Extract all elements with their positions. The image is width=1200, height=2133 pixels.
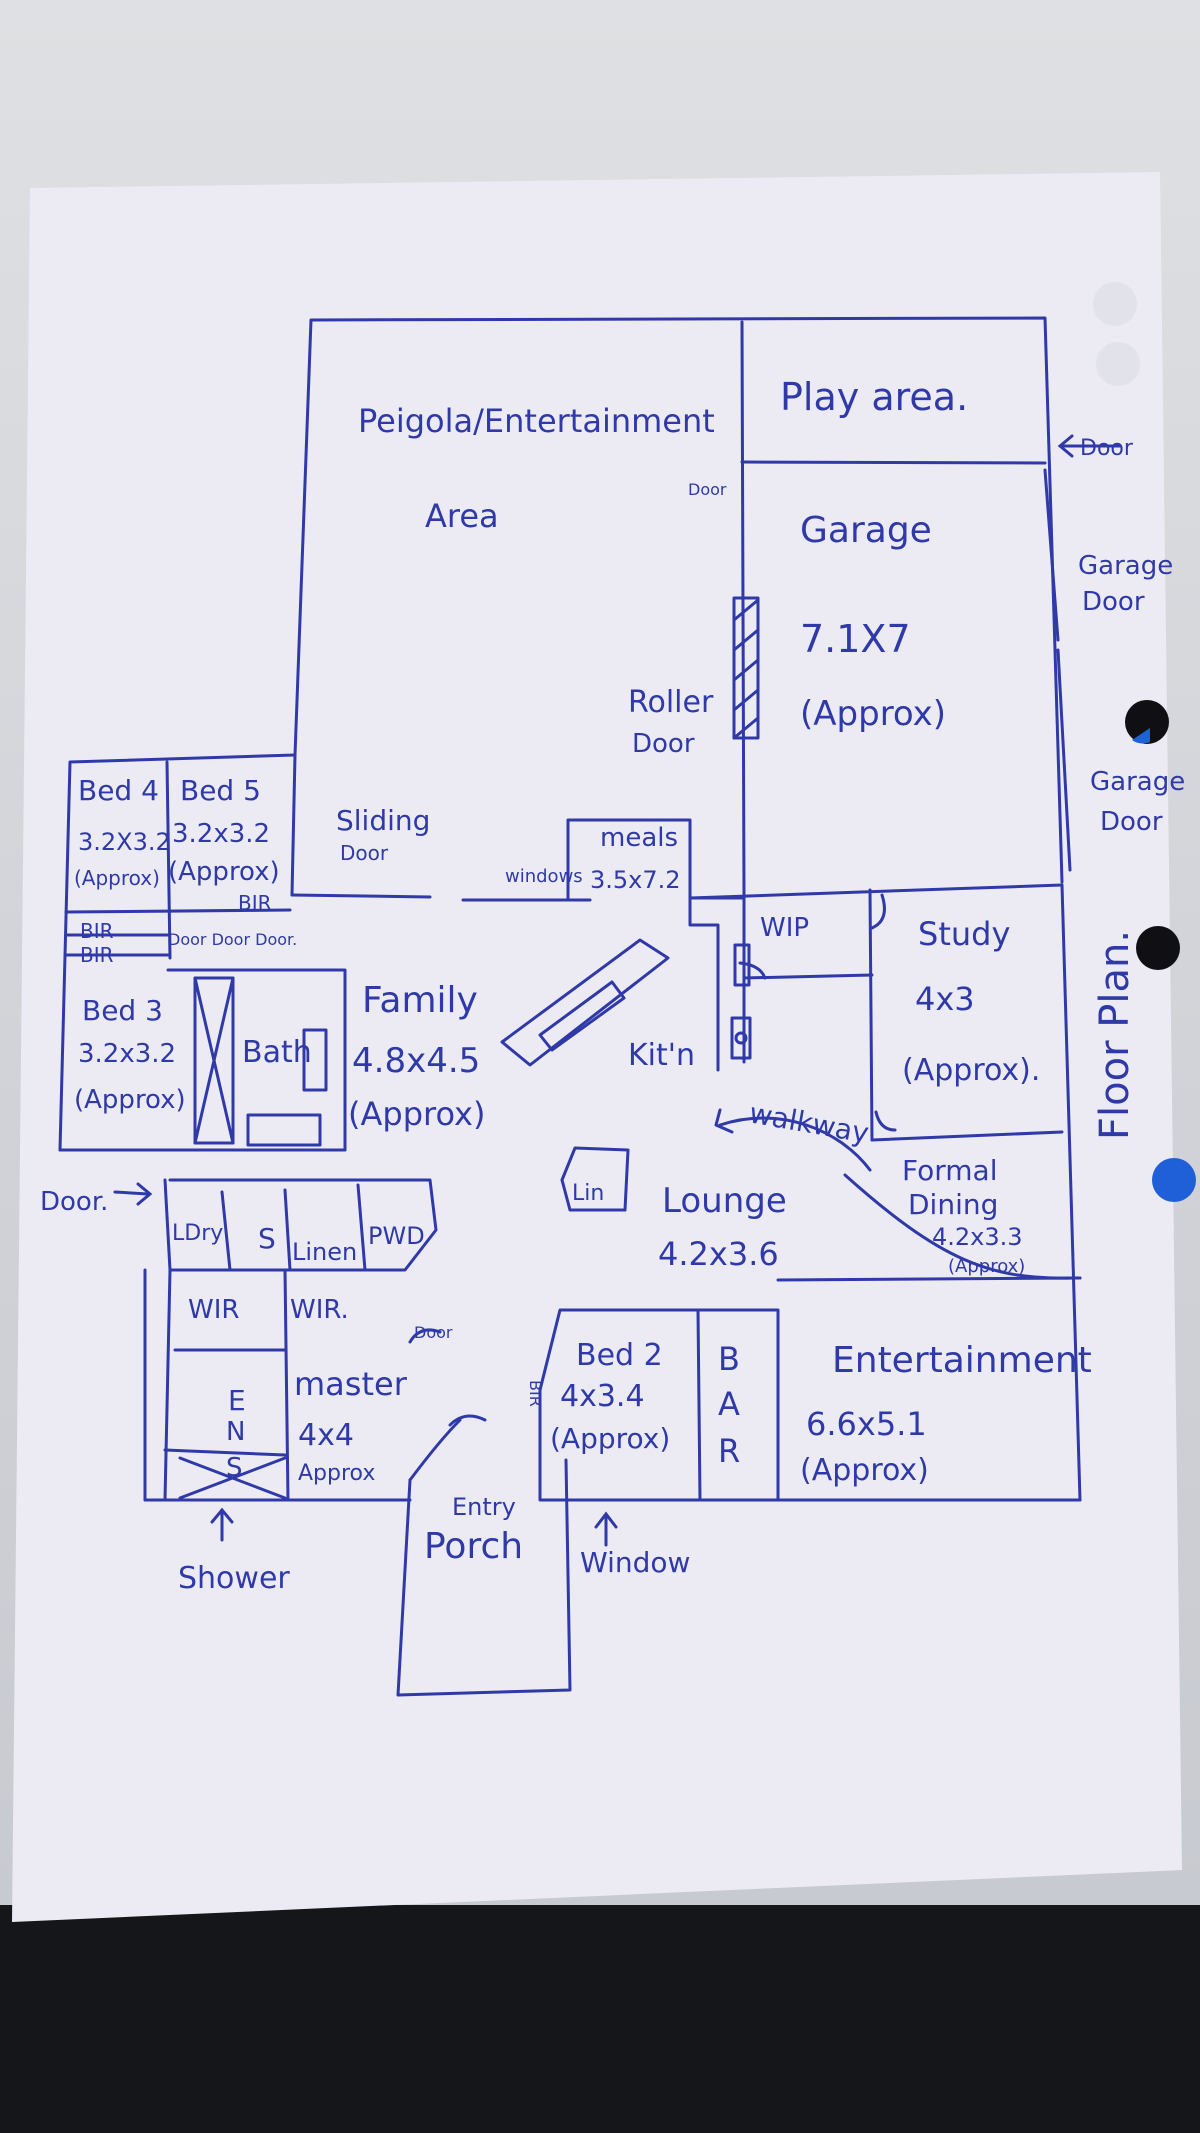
label-porch: Porch: [424, 1526, 523, 1567]
label-bed2-approx: (Approx): [550, 1422, 670, 1455]
label-bath: Bath: [242, 1035, 312, 1070]
label-door-left: Door.: [40, 1187, 108, 1217]
label-family-approx: (Approx): [348, 1095, 485, 1133]
label-kitchen: Kit'n: [628, 1038, 695, 1073]
label-garage-door-1a: Garage: [1078, 551, 1173, 581]
label-bed4-dims: 3.2X3.2: [78, 828, 171, 856]
room-labels: Peigola/Entertainment Area Play area. Do…: [40, 375, 1185, 1596]
label-bir-bed2: BIR: [526, 1380, 545, 1407]
dark-background: [0, 1905, 1200, 2133]
label-bir-1: BIR: [238, 891, 272, 915]
label-family: Family: [362, 980, 478, 1021]
label-formal-dining-b: Dining: [908, 1188, 998, 1221]
label-garage-door-2b: Door: [1100, 807, 1163, 837]
label-study-dims: 4x3: [915, 980, 975, 1018]
label-entry: Entry: [452, 1493, 516, 1521]
label-bed4-approx: (Approx): [74, 866, 160, 890]
label-bed5: Bed 5: [180, 774, 261, 807]
label-bed2-dims: 4x3.4: [560, 1379, 645, 1414]
label-meals: meals: [600, 823, 678, 853]
label-wir-2: WIR.: [290, 1295, 349, 1325]
binder-hole: [1125, 700, 1169, 744]
label-sliding-door-b: Door: [340, 841, 389, 865]
label-meals-dims: 3.5x7.2: [590, 866, 681, 894]
label-door-small: Door: [688, 480, 727, 499]
label-family-dims: 4.8x4.5: [352, 1041, 480, 1081]
label-shower: Shower: [178, 1561, 290, 1596]
paper-sheet: [12, 172, 1182, 1922]
label-s: S: [258, 1222, 276, 1255]
binder-hole: [1152, 1158, 1196, 1202]
label-pergola: Peigola/Entertainment: [358, 402, 715, 440]
label-lounge: Lounge: [662, 1181, 787, 1221]
label-ens-e: E: [228, 1384, 246, 1417]
label-lounge-dims: 4.2x3.6: [658, 1235, 779, 1273]
label-bar-b: B: [718, 1340, 740, 1378]
label-master: master: [294, 1365, 408, 1403]
label-master-approx: Approx: [298, 1461, 375, 1486]
label-study-approx: (Approx).: [902, 1053, 1040, 1088]
label-garage-door-2a: Garage: [1090, 767, 1185, 797]
label-bir-2: BIR: [80, 919, 114, 943]
label-bar-r: R: [718, 1432, 740, 1470]
label-lin-small: Lin: [572, 1181, 604, 1206]
label-door-pair: Door Door Door.: [168, 930, 297, 949]
binder-hole: [1093, 282, 1137, 326]
label-door-master: Door: [414, 1323, 453, 1342]
label-sliding-door-a: Sliding: [336, 804, 430, 837]
label-wir-1: WIR: [188, 1295, 239, 1325]
label-windows: windows: [505, 866, 583, 887]
label-formal-dining-approx: (Approx): [948, 1256, 1025, 1277]
label-garage-dims: 7.1X7: [800, 617, 911, 661]
label-entertainment-approx: (Approx): [800, 1453, 929, 1488]
label-play-area: Play area.: [780, 375, 968, 419]
arrows: [113, 434, 1122, 1547]
label-study: Study: [918, 915, 1010, 953]
label-bed2: Bed 2: [576, 1338, 663, 1373]
label-ens-n: N: [226, 1417, 245, 1447]
label-bir-3: BIR: [80, 943, 114, 967]
label-formal-dining-a: Formal: [902, 1154, 997, 1187]
binder-hole: [1136, 926, 1180, 970]
label-window: Window: [580, 1546, 690, 1579]
binder-hole: [1096, 342, 1140, 386]
label-bar-a: A: [718, 1385, 740, 1423]
label-entertainment: Entertainment: [832, 1340, 1092, 1381]
label-roller-door-a: Roller: [628, 685, 714, 720]
label-ldry: LDry: [172, 1221, 223, 1246]
label-master-dims: 4x4: [298, 1418, 354, 1453]
label-pwd: PWD: [368, 1222, 425, 1250]
label-wip: WIP: [760, 913, 809, 943]
label-garage-approx: (Approx): [800, 694, 946, 734]
label-garage: Garage: [800, 510, 932, 551]
label-pergola-area: Area: [425, 497, 499, 535]
label-door-top-right: Door: [1080, 436, 1134, 461]
label-bed3-dims: 3.2x3.2: [78, 1039, 176, 1069]
label-ens-s: S: [226, 1453, 243, 1483]
label-formal-dining-dims: 4.2x3.3: [932, 1223, 1023, 1251]
label-bed3-approx: (Approx): [74, 1085, 186, 1115]
label-floor-plan: Floor Plan.: [1092, 930, 1138, 1140]
label-bed5-dims: 3.2x3.2: [172, 819, 270, 849]
binder-hole-tab: [1132, 728, 1150, 744]
label-entertainment-dims: 6.6x5.1: [806, 1405, 927, 1443]
label-garage-door-1b: Door: [1082, 587, 1145, 617]
label-bed3: Bed 3: [82, 994, 163, 1027]
label-linen: Linen: [292, 1238, 357, 1266]
label-bed5-approx: (Approx): [168, 857, 280, 887]
label-roller-door-b: Door: [632, 729, 695, 759]
label-bed4: Bed 4: [78, 774, 159, 807]
walls: [58, 316, 1082, 1697]
